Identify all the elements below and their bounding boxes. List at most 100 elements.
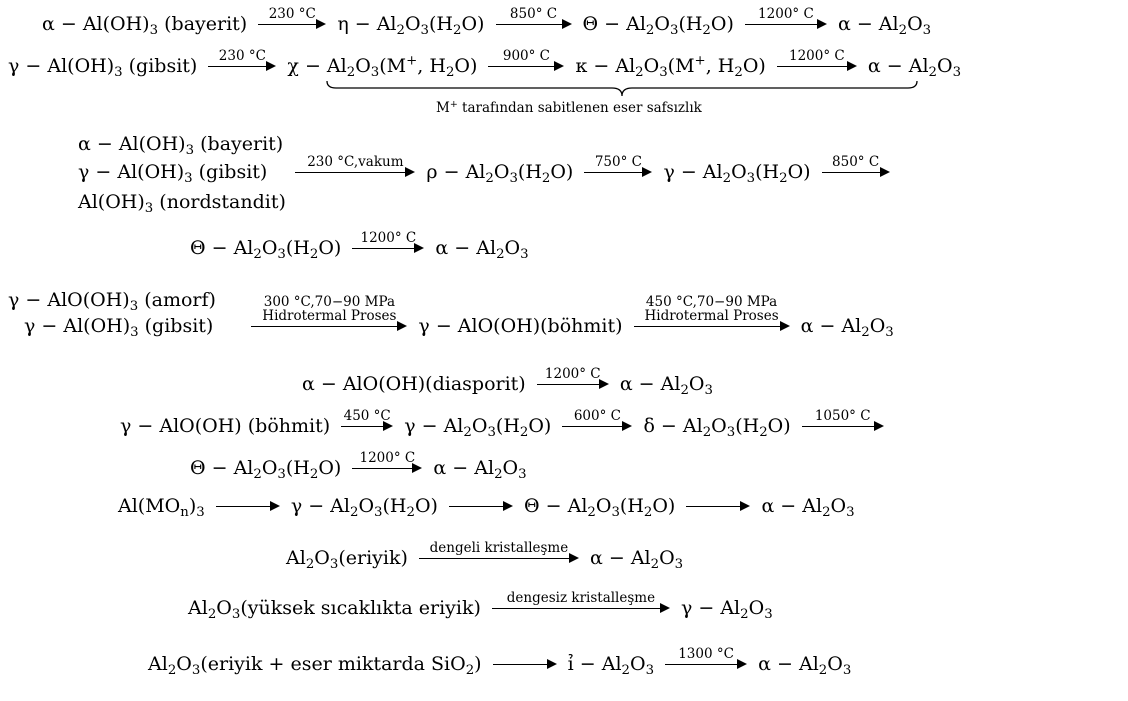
reaction-arrow: 1200° C [536,367,609,392]
arrow-condition-top: 300 °C,70−90 MPa [263,294,395,310]
product: γ − Al [680,597,741,619]
arrow-condition: 230 °C [218,48,266,64]
equation-diasporit: α − AlO(OH)(diasporit) 1200° C α − Al2O3 [302,366,713,398]
arrow-condition: 1300 °C [678,646,734,662]
equation-gibsit-path: γ − Al(OH)3 (gibsit) 230 °C χ − Al2O3(M+… [8,48,962,80]
product: α − Al [435,237,497,259]
reactant: γ − Al(OH) [24,315,131,337]
reactant-name: (gibsit) [192,161,268,183]
arrow-condition: Hidrotermal Proses [644,308,779,324]
arrow-condition: 230 °C,vakum [307,154,404,170]
reactant-name: (nordstandit) [153,191,286,213]
reaction-arrow: 850° C [495,7,572,32]
reactant-name: (gibsit) [122,55,198,77]
reactant: Θ − Al [190,457,254,479]
product: δ − Al [643,415,703,437]
equation-equilibrium-crystallization: Al2O3(eriyik) dengeli kristalleşme α − A… [286,540,684,572]
reactant: α − Al(OH) [78,133,186,155]
equation-theta-to-alpha-2: Θ − Al2O3(H2O) 1200° C α − Al2O3 [190,450,527,482]
product: χ − Al [287,55,347,77]
reaction-arrow [492,658,557,672]
equation-nonequilibrium-crystallization: Al2O3(yüksek sıcaklıkta eriyik) dengesiz… [188,590,773,622]
product: Θ − Al [582,13,646,35]
reaction-arrow: dengeli kristalleşme [418,541,579,566]
brace-label: M+ tarafından sabitlenen eser safsızlık [436,98,702,116]
reaction-arrow: 1200° C [776,49,857,74]
arrow-condition: 850° C [832,154,880,170]
arrow-condition: 900° C [502,48,550,64]
product: α − Al [867,55,929,77]
reactant-state: (eriyik) [338,547,408,569]
reactant: γ − AlO(OH) (böhmit) [120,415,331,437]
arrow-condition: 1200° C [360,230,417,246]
equation-silica-path: Al2O3(eriyik + eser miktarda SiO2) ỉ − A… [148,646,852,678]
reaction-arrow: 1300 °C [665,647,748,672]
arrow-condition: 1200° C [544,366,601,382]
reactant-state: (eriyik + eser miktarda SiO [200,653,466,675]
reactant: α − AlO(OH)(diasporit) [302,373,526,395]
arrow-condition-top: 450 °C,70−90 MPa [645,294,778,310]
reactant-name: (gibsit) [138,315,214,337]
reactant-nordstandit: Al(OH)3 (nordstandit) [78,191,286,216]
product: γ − Al [290,495,350,517]
product: α − Al [837,13,899,35]
arrow-condition: 850° C [509,6,558,22]
reactant: Al(MO [118,495,181,517]
product: α − Al [433,457,495,479]
reaction-arrow: 230 °C [208,49,277,74]
reaction-arrow: 1200° C [352,231,425,256]
reactant-name: (bayerit) [158,13,248,35]
product: α − Al [589,547,651,569]
product: Θ − Al [524,495,588,517]
equation-bohmit-path: γ − AlO(OH) (böhmit) 450 °C γ − Al2O3(H2… [120,409,889,439]
equation-salt-path: Al(MOn)3 γ − Al2O3(H2O) Θ − Al2O3(H2O) α… [118,495,855,520]
product: γ − Al [404,415,464,437]
reaction-arrow: dengesiz kristalleşme [491,591,670,616]
product: ρ − Al [426,161,486,183]
arrow-condition: 750° C [594,154,642,170]
reaction-arrow [448,500,513,514]
reaction-arrow: 750° C [584,155,653,180]
arrow-condition: 450 °C [343,408,391,424]
reactant: γ − Al(OH) [78,161,185,183]
reactant-bayerit: α − Al(OH)3 (bayerit) [78,133,284,158]
product: α − Al [619,373,681,395]
reaction-arrow: 1200° C [744,7,827,32]
arrow-condition: dengeli kristalleşme [429,540,569,556]
reactant: Al(OH) [78,191,145,213]
arrow-condition: 1050° C [814,408,871,424]
brace-label-text: tarafından sabitlenen eser safsızlık [462,100,702,116]
reaction-arrow: 450 °C [341,409,394,434]
reaction-arrow: 850° C [821,155,890,180]
reactant: γ − AlO(OH) [8,289,130,311]
reaction-arrow: 1200° C [352,451,423,476]
reactant: γ − Al(OH) [8,55,115,77]
product: γ − Al [663,161,723,183]
reaction-arrow [215,500,280,514]
equation-vacuum-path: γ − Al(OH)3 (gibsit) 230 °C,vakum ρ − Al… [78,155,895,185]
arrow-condition: 1200° C [758,6,814,22]
reactant-state: (yüksek sıcaklıkta eriyik) [240,597,481,619]
reaction-arrow: 230 °C,vakum [295,155,416,180]
arrow-condition: 1200° C [788,48,845,64]
product: α − Al [800,315,862,337]
reaction-arrow: 1050° C [801,409,884,434]
arrow-condition: 230 °C [268,6,316,22]
arrow-condition: 1200° C [359,450,416,466]
reactant-amorf: γ − AlO(OH)3 (amorf) [8,289,216,314]
reaction-arrow: 900° C [488,49,565,74]
product: ỉ − Al [567,653,622,675]
arrow-condition: dengesiz kristalleşme [506,590,656,606]
product: α − Al [758,653,819,675]
product: α − Al [761,495,823,517]
equation-bayerit-path: α − Al(OH)3 (bayerit) 230 °C η − Al2O3(H… [42,6,932,38]
product: κ − Al [575,55,636,77]
arrow-condition: 600° C [573,408,621,424]
reactant: α − Al(OH) [42,13,150,35]
underbrace [326,80,918,97]
intermediate: γ − AlO(OH)(böhmit) [418,315,623,337]
reactant: Θ − Al [190,237,254,259]
